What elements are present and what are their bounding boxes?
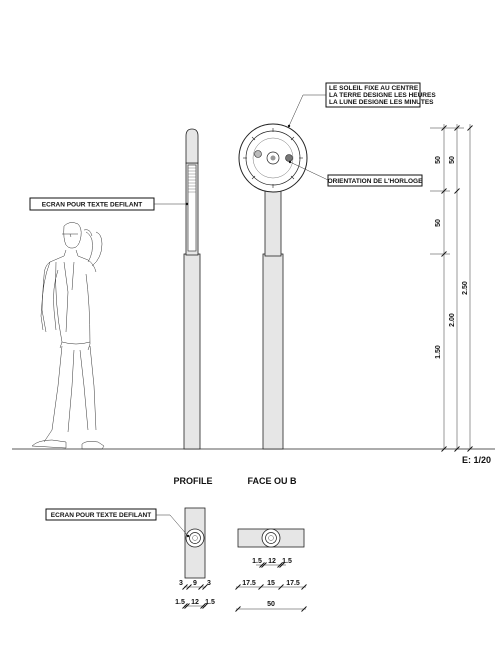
face-dim-row2-1: 15	[267, 580, 275, 587]
profile-plan-dims-top: 3 9 3	[179, 580, 211, 590]
face-dim-row1-0: 1.5	[252, 558, 262, 565]
profile-dim-top-1: 9	[193, 580, 197, 587]
dim-inner-low: 1.50	[435, 345, 442, 359]
clock-note-callout: LE SOLEIL FIXE AU CENTRE LA TERRE DESIGN…	[287, 82, 436, 128]
face-dim-overall: 50	[267, 601, 275, 608]
face-view-title: FACE OU B	[247, 476, 297, 486]
orientation-callout: ORIENTATION DE L'HORLOGE	[288, 160, 423, 187]
profile-dim-top-2: 3	[207, 580, 211, 587]
profile-post-lower	[183, 253, 201, 450]
clock-note-line-3: LA LUNE DESIGNE LES MINUTES	[329, 99, 434, 106]
face-dim-row2-2: 17.5	[286, 580, 300, 587]
profile-dim-bottom-1: 12	[191, 599, 199, 606]
face-plan-dims-row1: 1.5 12 1.5	[252, 558, 292, 568]
profile-screen-ribs	[188, 167, 196, 193]
profile-plan-callout: ECRAN POUR TEXTE DEFILANT	[45, 508, 190, 538]
face-dim-row1-1: 12	[268, 558, 276, 565]
face-plan-dims-overall: 50	[235, 601, 307, 612]
screen-callout: ECRAN POUR TEXTE DEFILANT	[29, 197, 189, 211]
face-post-upper	[264, 183, 282, 257]
profile-plan	[184, 507, 206, 579]
dim-overall: 2.50	[462, 281, 469, 295]
face-dim-row1-2: 1.5	[282, 558, 292, 565]
profile-head	[185, 128, 199, 164]
height-dimensions: 50 50 1.50 50 2.00 2.50	[430, 124, 473, 452]
profile-view-title: PROFILE	[173, 476, 212, 486]
profile-plan-callout-label: ECRAN POUR TEXTE DEFILANT	[51, 512, 151, 519]
face-post-lower	[262, 253, 284, 450]
clock-inner-ring	[252, 137, 294, 179]
dim-inner-mid: 50	[435, 219, 442, 227]
screen-callout-label: ECRAN POUR TEXTE DEFILANT	[42, 202, 142, 209]
face-elevation	[238, 123, 308, 450]
profile-dim-bottom-0: 1.5	[175, 599, 185, 606]
profile-dim-top-0: 3	[179, 580, 183, 587]
clock-note-line-1: LE SOLEIL FIXE AU CENTRE	[329, 85, 419, 92]
face-dim-row2-0: 17.5	[242, 580, 256, 587]
sun-center-core	[270, 155, 276, 161]
face-plan-dims-row2: 17.5 15 17.5	[235, 580, 307, 590]
profile-dim-bottom-2: 1.5	[205, 599, 215, 606]
scale-label: E: 1/20	[462, 455, 491, 465]
orientation-callout-label: ORIENTATION DE L'HORLOGE	[328, 178, 423, 185]
dim-inner-top: 50	[435, 156, 442, 164]
dim-middle-top: 50	[449, 156, 456, 164]
earth-hour-icon	[254, 150, 262, 158]
clock-tick-marks	[243, 128, 303, 188]
profile-elevation	[183, 128, 201, 450]
dim-middle-low: 2.00	[449, 313, 456, 327]
moon-minute-icon	[285, 154, 293, 162]
clock-note-line-2: LA TERRE DESIGNE LES HEURES	[329, 92, 436, 99]
profile-plan-dims-bottom: 1.5 12 1.5	[175, 599, 215, 609]
face-plan	[237, 528, 305, 548]
human-figure	[31, 222, 105, 450]
profile-screen	[187, 164, 197, 252]
